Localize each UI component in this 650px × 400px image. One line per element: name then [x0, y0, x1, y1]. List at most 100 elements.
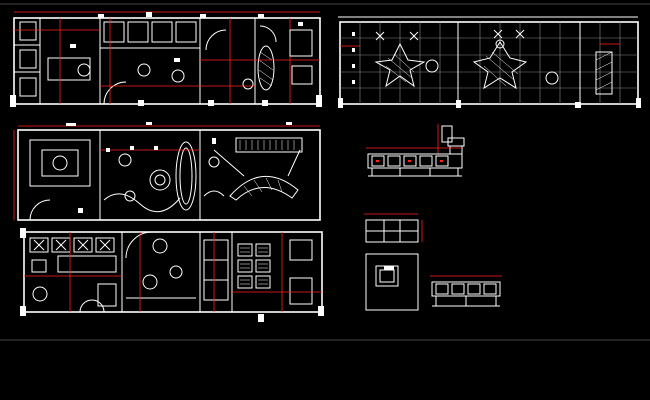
wall-marker — [352, 32, 355, 36]
plan4-column — [20, 306, 26, 316]
plan4-outer-wall — [23, 231, 323, 313]
plan1-round-table — [242, 78, 254, 90]
plan1-feature-column — [257, 45, 275, 91]
wall-marker — [352, 64, 355, 68]
plan4-seating-hatch — [240, 247, 268, 285]
cabinet-elevation-detail — [364, 213, 423, 311]
ceiling-downlight — [495, 39, 505, 49]
ceiling-downlight — [545, 71, 559, 85]
plan1-marker — [298, 22, 303, 26]
plan4-cabinet — [31, 259, 47, 273]
ceiling-downlight — [425, 59, 439, 73]
plan1-column — [10, 95, 16, 107]
floor-plan-lower-layout — [20, 228, 324, 322]
ceiling-column — [575, 102, 581, 108]
marker — [106, 148, 110, 152]
plan1-column — [138, 100, 144, 106]
plan4-cabinet — [97, 283, 117, 307]
plan1-column — [98, 14, 104, 18]
cabinet-appliance-inner — [379, 269, 395, 283]
marker — [154, 146, 158, 150]
ceiling-outer-wall — [339, 21, 639, 105]
plan3-round-table — [118, 153, 132, 167]
plan4-door-swing — [79, 299, 93, 313]
plan1-column — [316, 95, 322, 107]
plan1-storage — [291, 65, 313, 85]
ceiling-column — [456, 100, 461, 108]
counter-top — [367, 153, 463, 169]
ceiling-light-feature — [374, 42, 426, 88]
plan3-curve — [103, 193, 181, 213]
plan1-column — [262, 100, 268, 106]
plan1-column — [146, 12, 152, 17]
plan1-desk — [175, 21, 197, 43]
plan3-bar-counter — [235, 137, 303, 153]
wall-marker — [352, 48, 355, 52]
plan1-storage — [289, 29, 313, 57]
plan3-feature-oval-inner — [179, 147, 193, 205]
plan1-round-table — [171, 69, 185, 83]
seating-cushion — [451, 283, 465, 295]
hatch-line — [259, 77, 273, 87]
plan4-round-table — [32, 286, 48, 302]
plan1-desk — [19, 21, 37, 41]
plan3-round-table-inner — [154, 174, 166, 186]
seating-cushion — [483, 283, 497, 295]
ceiling-light-feature — [472, 41, 528, 90]
plan3-marker — [146, 122, 152, 125]
seating-elevation-detail — [430, 275, 502, 307]
plan3-marker — [66, 123, 76, 126]
plan1-marker — [70, 44, 76, 48]
ceiling-column — [636, 98, 641, 108]
plan4-column — [258, 314, 264, 322]
plan4-round-table — [152, 238, 168, 254]
plan3-stage-curve — [229, 176, 299, 201]
chair-section-detail — [437, 124, 465, 154]
plan1-door-swing — [259, 25, 277, 43]
counter-panel — [435, 155, 449, 167]
plan4-round-table — [142, 274, 158, 290]
plan3-line — [213, 149, 245, 177]
chair-seat — [447, 137, 465, 147]
hatch-line — [258, 59, 274, 71]
plan1-outer-wall — [13, 17, 321, 105]
plan1-desk — [151, 21, 173, 43]
counter-mark — [440, 160, 443, 162]
ceiling-feature-panel — [595, 51, 613, 95]
counter-elevation-detail — [366, 147, 463, 177]
plan1-column — [208, 100, 214, 106]
plan1-desk — [127, 21, 149, 43]
plan3-feature-oval — [175, 141, 197, 211]
seating-cushion — [467, 283, 481, 295]
plan4-cabinet — [289, 277, 313, 305]
plan3-rug-inner — [41, 149, 79, 177]
plan3-line — [287, 149, 301, 177]
counter-panel — [403, 155, 417, 167]
plan1-round-table — [137, 63, 151, 77]
plan3-marker — [286, 122, 292, 125]
cabinet-lower — [365, 253, 419, 311]
plan4-round-table — [169, 265, 183, 279]
chair-back — [441, 125, 453, 143]
hatch-line — [258, 69, 274, 81]
plan3-round-table — [208, 156, 220, 168]
plan1-desk — [19, 49, 37, 69]
cabinet-mark — [384, 266, 394, 270]
plan3-rug — [29, 139, 91, 187]
plan1-marker — [174, 58, 180, 62]
plan1-conference-table — [47, 57, 91, 81]
plan1-column — [200, 14, 206, 18]
counter-mark — [376, 160, 379, 162]
plan3-round-table — [149, 169, 171, 191]
plan4-storage — [203, 239, 229, 301]
counter-panel — [387, 155, 401, 167]
plan1-desk — [19, 77, 37, 97]
plan1-round-table — [77, 63, 91, 77]
plan4-counter — [57, 255, 117, 273]
plan4-x-desks — [29, 237, 115, 253]
plan1-desk — [103, 21, 125, 43]
counter-panel — [371, 155, 385, 167]
plan1-door-swing — [205, 29, 227, 51]
marker — [212, 138, 216, 144]
